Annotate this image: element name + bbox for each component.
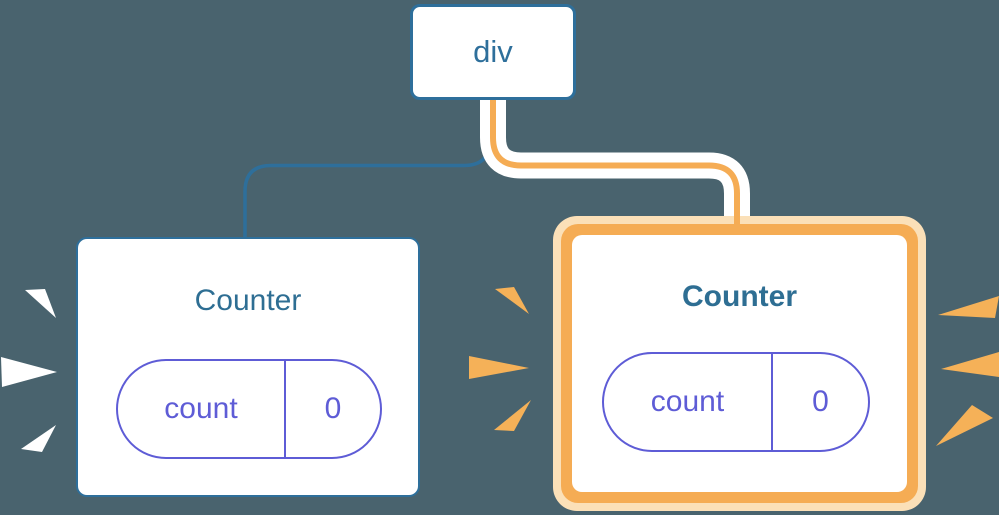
burst-mark-icon [495,287,529,314]
state-value: 0 [284,361,380,457]
burst-mark-icon [21,425,56,452]
counter-card-left: Counter count 0 [76,237,420,497]
burst-mark-icon [25,289,56,318]
burst-mark-icon [469,356,529,379]
edge-to-left-counter [243,100,492,240]
root-node-label: div [473,34,513,69]
counter-card-right-highlight-ring: Counter count 0 [553,216,926,511]
edge-to-right-counter [490,97,740,216]
state-pill: count 0 [116,359,382,459]
root-node: div [410,4,576,100]
counter-card-right-highlight-border: Counter count 0 [561,224,918,503]
state-value: 0 [771,354,868,450]
burst-mark-icon [938,296,999,318]
burst-mark-icon [941,352,999,377]
burst-mark-icon [1,357,57,387]
edge-junction-stub [734,216,740,228]
edge-to-right-counter-casing [480,97,750,216]
counter-card-right: Counter count 0 [572,235,907,492]
state-pill: count 0 [602,352,870,452]
card-title: Counter [194,284,302,317]
burst-mark-icon [936,405,993,446]
card-title: Counter [682,280,797,313]
state-key: count [650,385,725,418]
burst-mark-icon [494,400,531,431]
state-key: count [164,392,238,425]
